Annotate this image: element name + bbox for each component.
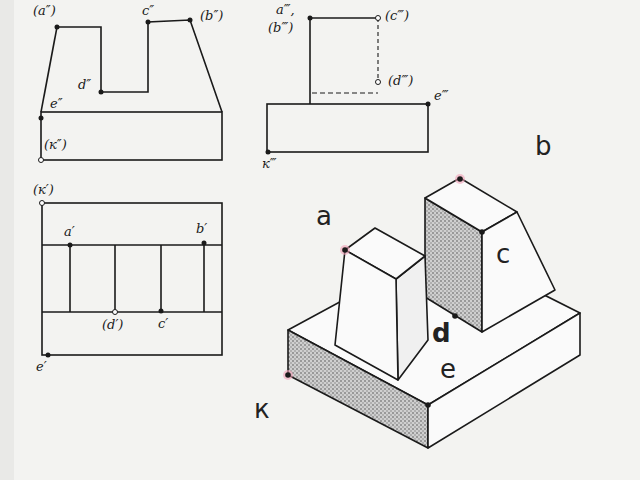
projection-point-label: a′	[64, 225, 75, 238]
projection-point-label: a‴,	[276, 3, 295, 16]
projection-point-label: к‴	[262, 157, 277, 170]
projection-point-label: e‴	[434, 89, 448, 102]
projection-point-label: b′	[196, 222, 207, 235]
projection-point-label: d″	[78, 78, 91, 91]
vertex-label: a	[316, 203, 332, 229]
projection-point-label: (d′)	[102, 318, 123, 331]
vertex-label: b	[535, 133, 552, 159]
projection-point-label: (b″)	[200, 9, 223, 22]
projection-point-label: (b‴)	[268, 21, 293, 34]
projection-point-label: e″	[50, 97, 63, 110]
projection-point-label: (a″)	[33, 4, 56, 17]
projection-point-label: c′	[158, 317, 168, 330]
projection-point-label: e′	[36, 360, 47, 373]
projection-point-label: (c‴)	[385, 9, 409, 22]
vertex-label: c	[496, 241, 510, 267]
vertex-label: d	[432, 320, 451, 346]
projection-point-label: (к′)	[33, 183, 54, 196]
projection-point-label: (к″)	[44, 138, 67, 151]
projection-point-label: (d‴)	[388, 74, 413, 87]
projection-point-label: c″	[142, 4, 154, 17]
vertex-label: к	[254, 396, 270, 422]
vertex-label: e	[440, 356, 456, 382]
